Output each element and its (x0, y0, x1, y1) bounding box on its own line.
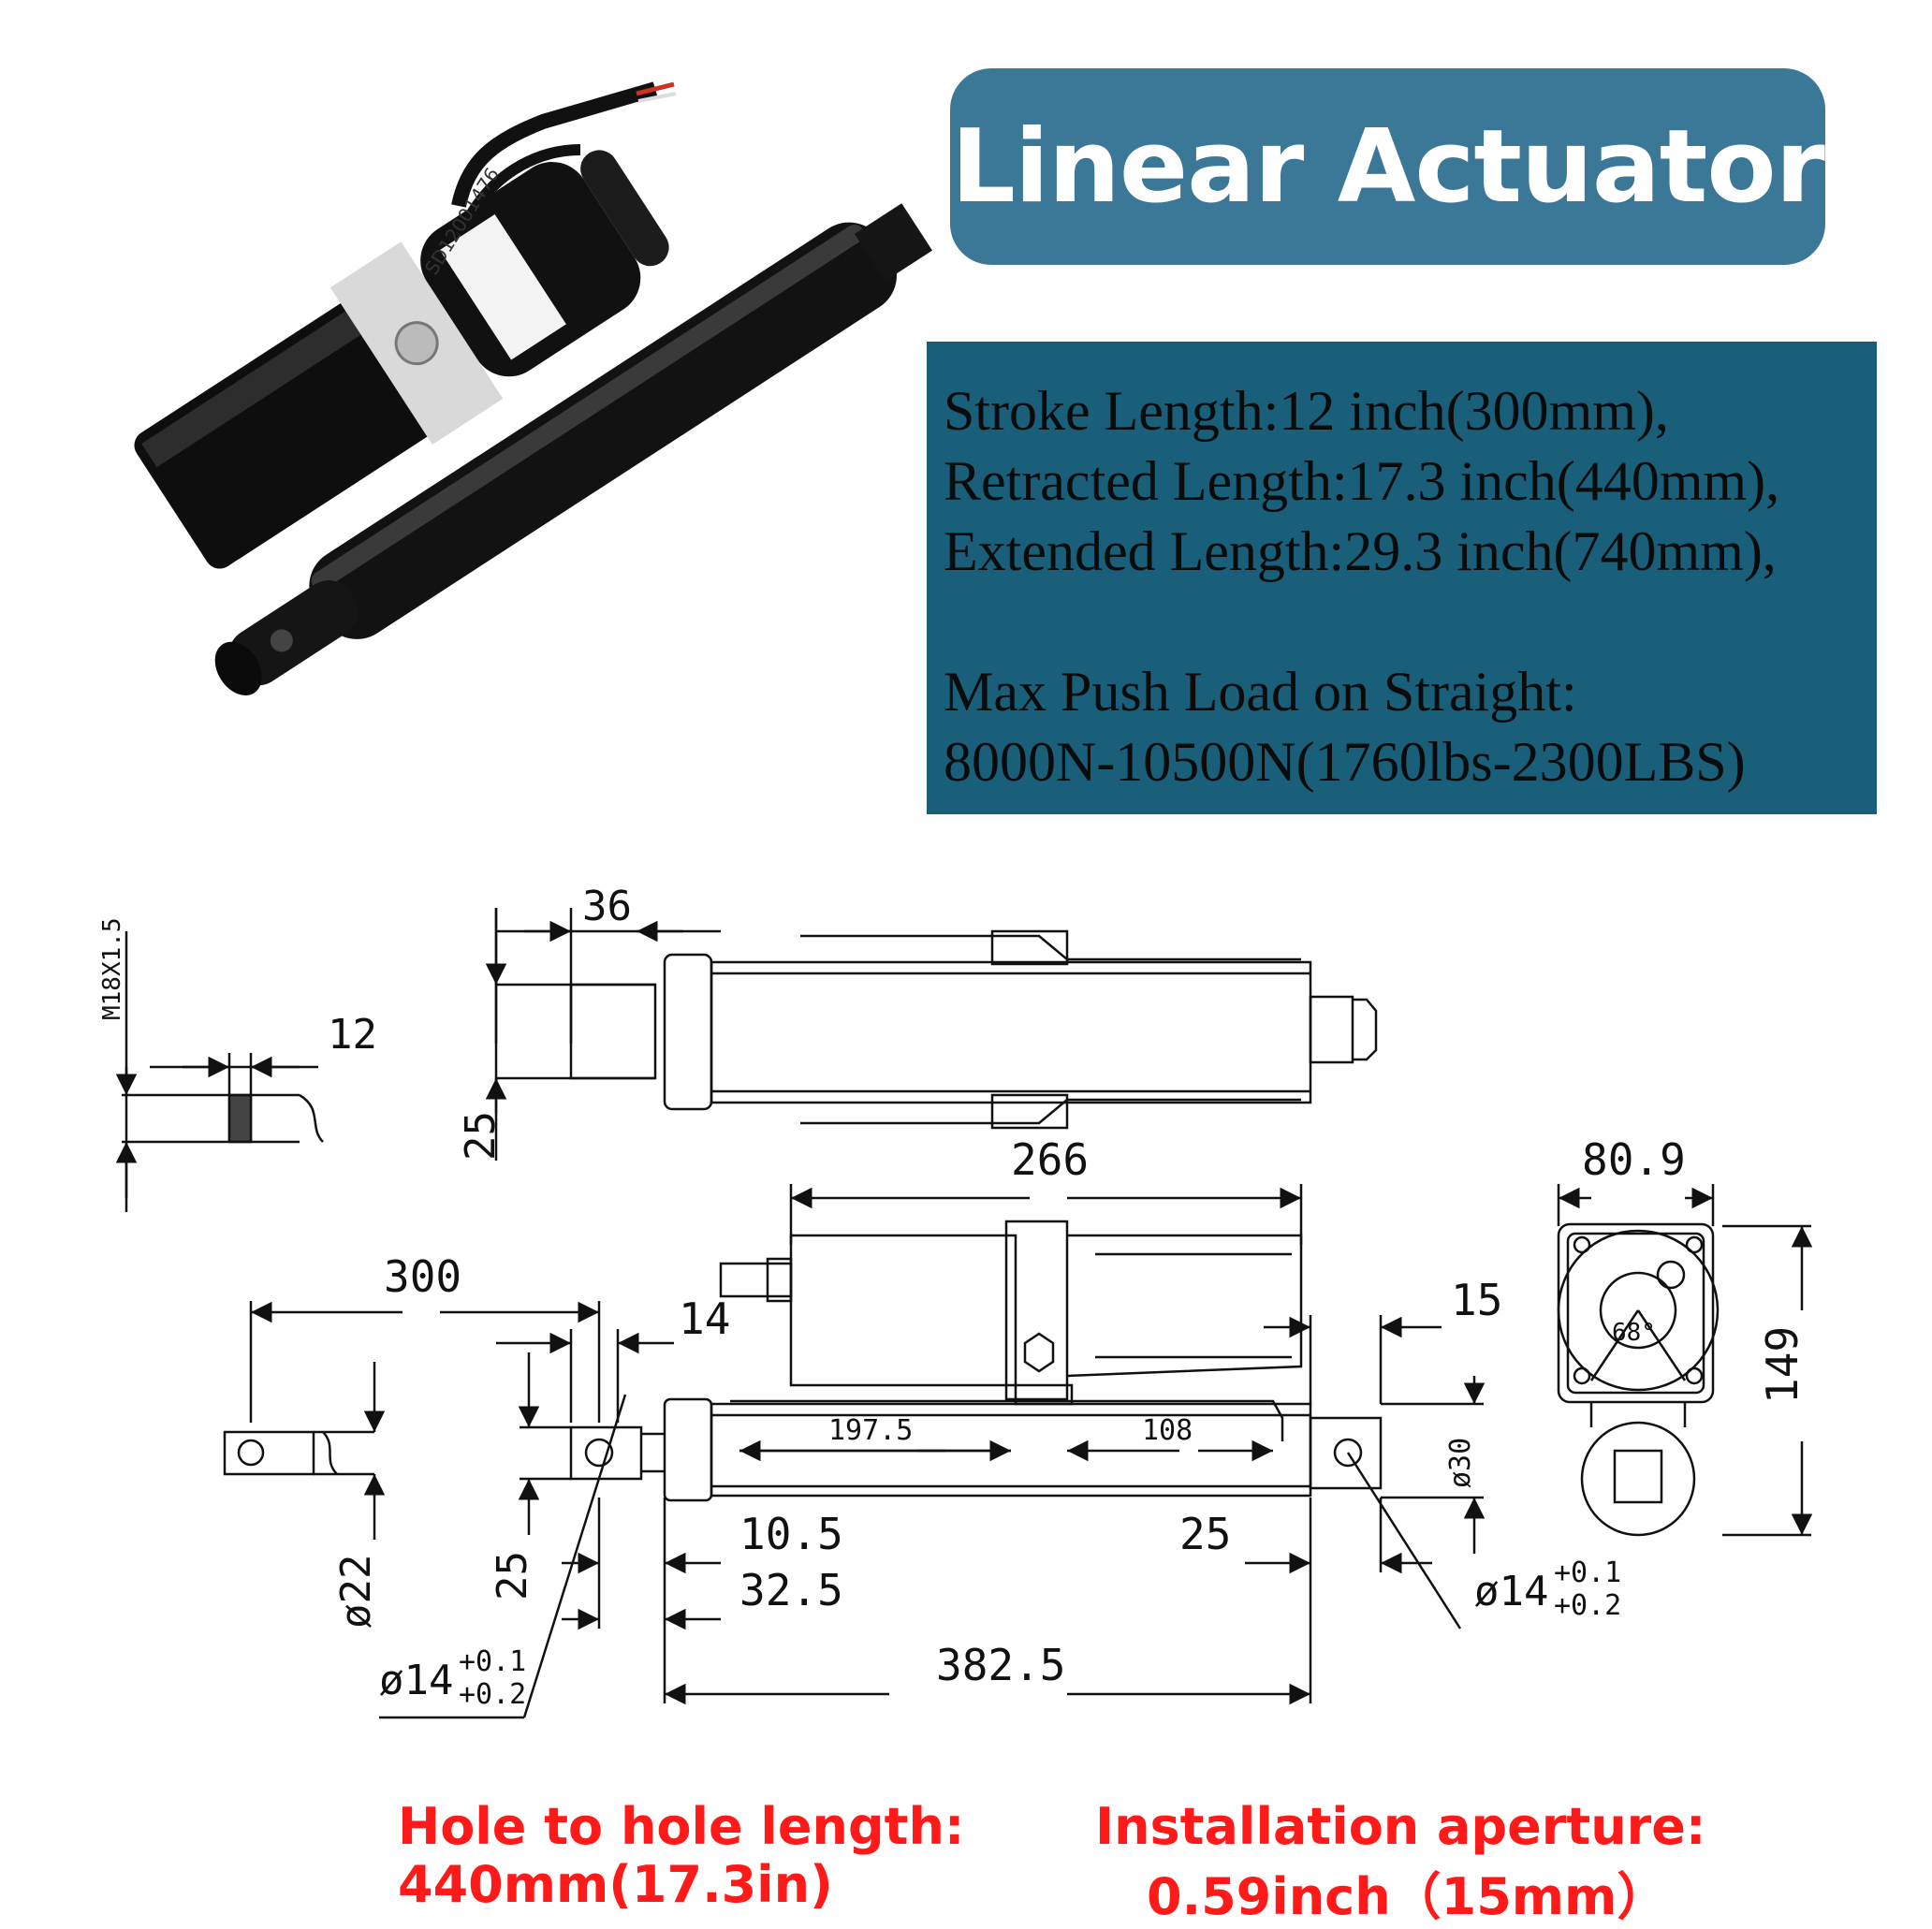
side-view (223, 1184, 1486, 1719)
spec-stroke: Stroke Length:12 inch(300mm), (944, 380, 1669, 442)
dim-149: 149 (1757, 1326, 1808, 1404)
dim-thread: M18X1.5 (98, 917, 126, 1020)
technical-drawing: M18X1.5 12 36 25 (98, 883, 1813, 1719)
dim-36: 36 (582, 883, 632, 930)
spec-extended: Extended Length:29.3 inch(740mm), (944, 520, 1777, 582)
hole-to-hole-value: 440mm(17.3in) (398, 1855, 833, 1914)
dim-25-top: 25 (457, 1111, 505, 1161)
hole-to-hole-label: Hole to hole length: (398, 1797, 965, 1856)
hole-right-dim: ø14 (1474, 1568, 1548, 1615)
dim-382-5: 382.5 (936, 1640, 1065, 1690)
hole-right-tol-lower: +0.2 (1554, 1589, 1621, 1622)
spec-retracted: Retracted Length:17.3 inch(440mm), (944, 450, 1780, 512)
end-view (1557, 1184, 1813, 1537)
dim-14: 14 (679, 1293, 730, 1344)
title-banner: Linear Actuator (950, 68, 1825, 265)
dim-15: 15 (1451, 1275, 1502, 1325)
actuator-photo: SD12001476 (134, 81, 932, 695)
dim-32-5: 32.5 (739, 1565, 843, 1615)
dim-12: 12 (328, 1011, 377, 1059)
dim-266: 266 (1011, 1134, 1089, 1185)
aperture-label: Installation aperture: (1095, 1797, 1706, 1856)
rod-end-detail (115, 931, 324, 1212)
dim-25-mid: 25 (489, 1551, 536, 1600)
dim-phi22: ø22 (332, 1555, 380, 1629)
dim-300: 300 (384, 1251, 461, 1302)
dim-80-9: 80.9 (1582, 1134, 1686, 1185)
dim-25-right: 25 (1179, 1509, 1231, 1559)
hole-left-tol-lower: +0.2 (459, 1678, 526, 1711)
hole-left-dim: ø14 (379, 1657, 453, 1704)
hole-left-tol-upper: +0.1 (459, 1645, 526, 1678)
spec-push-load-label: Max Push Load on Straight: (944, 661, 1577, 723)
dim-197-5: 197.5 (828, 1414, 913, 1447)
dim-angle: 68° (1612, 1319, 1656, 1347)
top-view (485, 908, 1378, 1161)
spec-push-load-value: 8000N-10500N(1760lbs-2300LBS) (944, 731, 1746, 793)
hole-right-tol-upper: +0.1 (1554, 1556, 1621, 1589)
dim-phi30: ø30 (1444, 1438, 1477, 1488)
aperture-value: 0.59inch（15mm） (1147, 1867, 1668, 1926)
dim-10-5: 10.5 (739, 1509, 843, 1559)
dim-108: 108 (1142, 1414, 1193, 1447)
spec-panel: Stroke Length:12 inch(300mm), Retracted … (927, 342, 1877, 814)
page-title: Linear Actuator (951, 108, 1825, 226)
